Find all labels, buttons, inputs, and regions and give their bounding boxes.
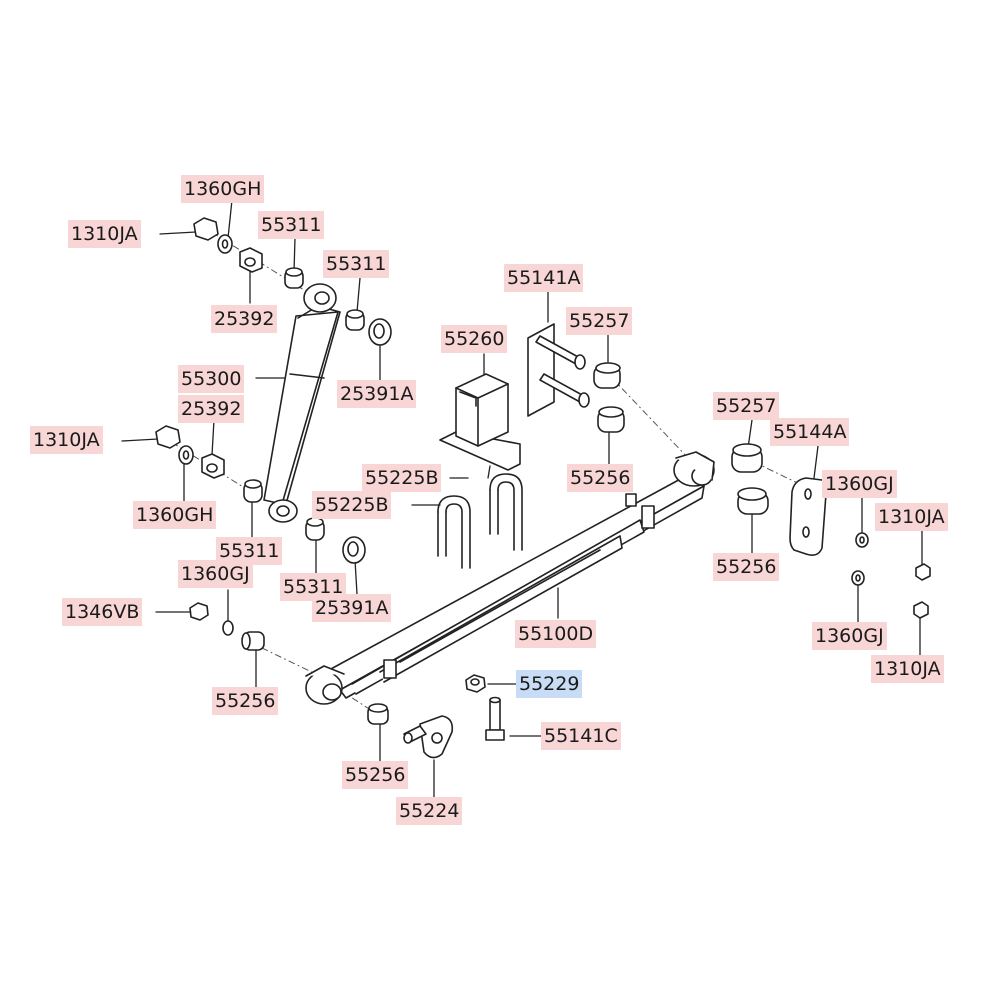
bump-stopper	[439, 373, 521, 471]
part-label-25392[interactable]: 25392	[211, 305, 278, 333]
part-label-25391a[interactable]: 25391A	[312, 594, 392, 622]
part-label-25392[interactable]: 25392	[178, 395, 245, 423]
left-shackle-hardware	[189, 602, 454, 759]
part-label-55257[interactable]: 55257	[566, 307, 633, 335]
part-label-55300[interactable]: 55300	[178, 365, 245, 393]
lower-mount-hardware	[155, 425, 366, 564]
part-label-1310ja[interactable]: 1310JA	[68, 220, 141, 248]
part-label-1360gj[interactable]: 1360GJ	[812, 622, 887, 650]
shock-absorber	[263, 283, 341, 523]
part-label-55311[interactable]: 55311	[323, 250, 390, 278]
part-label-25391a[interactable]: 25391A	[337, 380, 417, 408]
part-label-1360gj[interactable]: 1360GJ	[822, 470, 897, 498]
leaf-spring	[305, 451, 715, 705]
center-bolt	[465, 674, 505, 741]
u-bolts	[437, 473, 523, 569]
right-bracket-hardware	[731, 443, 931, 619]
part-label-55260[interactable]: 55260	[441, 325, 508, 353]
part-label-55141c[interactable]: 55141C	[541, 722, 621, 750]
part-label-55256[interactable]: 55256	[342, 761, 409, 789]
part-label-1360gh[interactable]: 1360GH	[133, 501, 217, 529]
part-label-55256[interactable]: 55256	[212, 687, 279, 715]
part-label-55257[interactable]: 55257	[713, 392, 780, 420]
part-label-55225b[interactable]: 55225B	[312, 491, 392, 519]
part-label-1310ja[interactable]: 1310JA	[875, 503, 948, 531]
part-label-1310ja[interactable]: 1310JA	[871, 655, 944, 683]
part-label-55141a[interactable]: 55141A	[504, 264, 584, 292]
part-label-55311[interactable]: 55311	[258, 211, 325, 239]
upper-mount-hardware	[193, 217, 392, 346]
part-label-1310ja[interactable]: 1310JA	[30, 426, 103, 454]
part-label-1360gh[interactable]: 1360GH	[181, 175, 265, 203]
part-label-55229[interactable]: 55229	[516, 670, 583, 698]
part-label-55144a[interactable]: 55144A	[770, 418, 850, 446]
part-label-55256[interactable]: 55256	[713, 553, 780, 581]
part-label-55225b[interactable]: 55225B	[362, 464, 442, 492]
leader-lines	[121, 199, 923, 798]
part-label-1346vb[interactable]: 1346VB	[62, 598, 143, 626]
part-label-55224[interactable]: 55224	[396, 797, 463, 825]
upper-shackle	[527, 323, 625, 433]
part-label-1360gj[interactable]: 1360GJ	[178, 560, 253, 588]
part-label-55100d[interactable]: 55100D	[515, 620, 597, 648]
part-label-55256[interactable]: 55256	[567, 464, 634, 492]
